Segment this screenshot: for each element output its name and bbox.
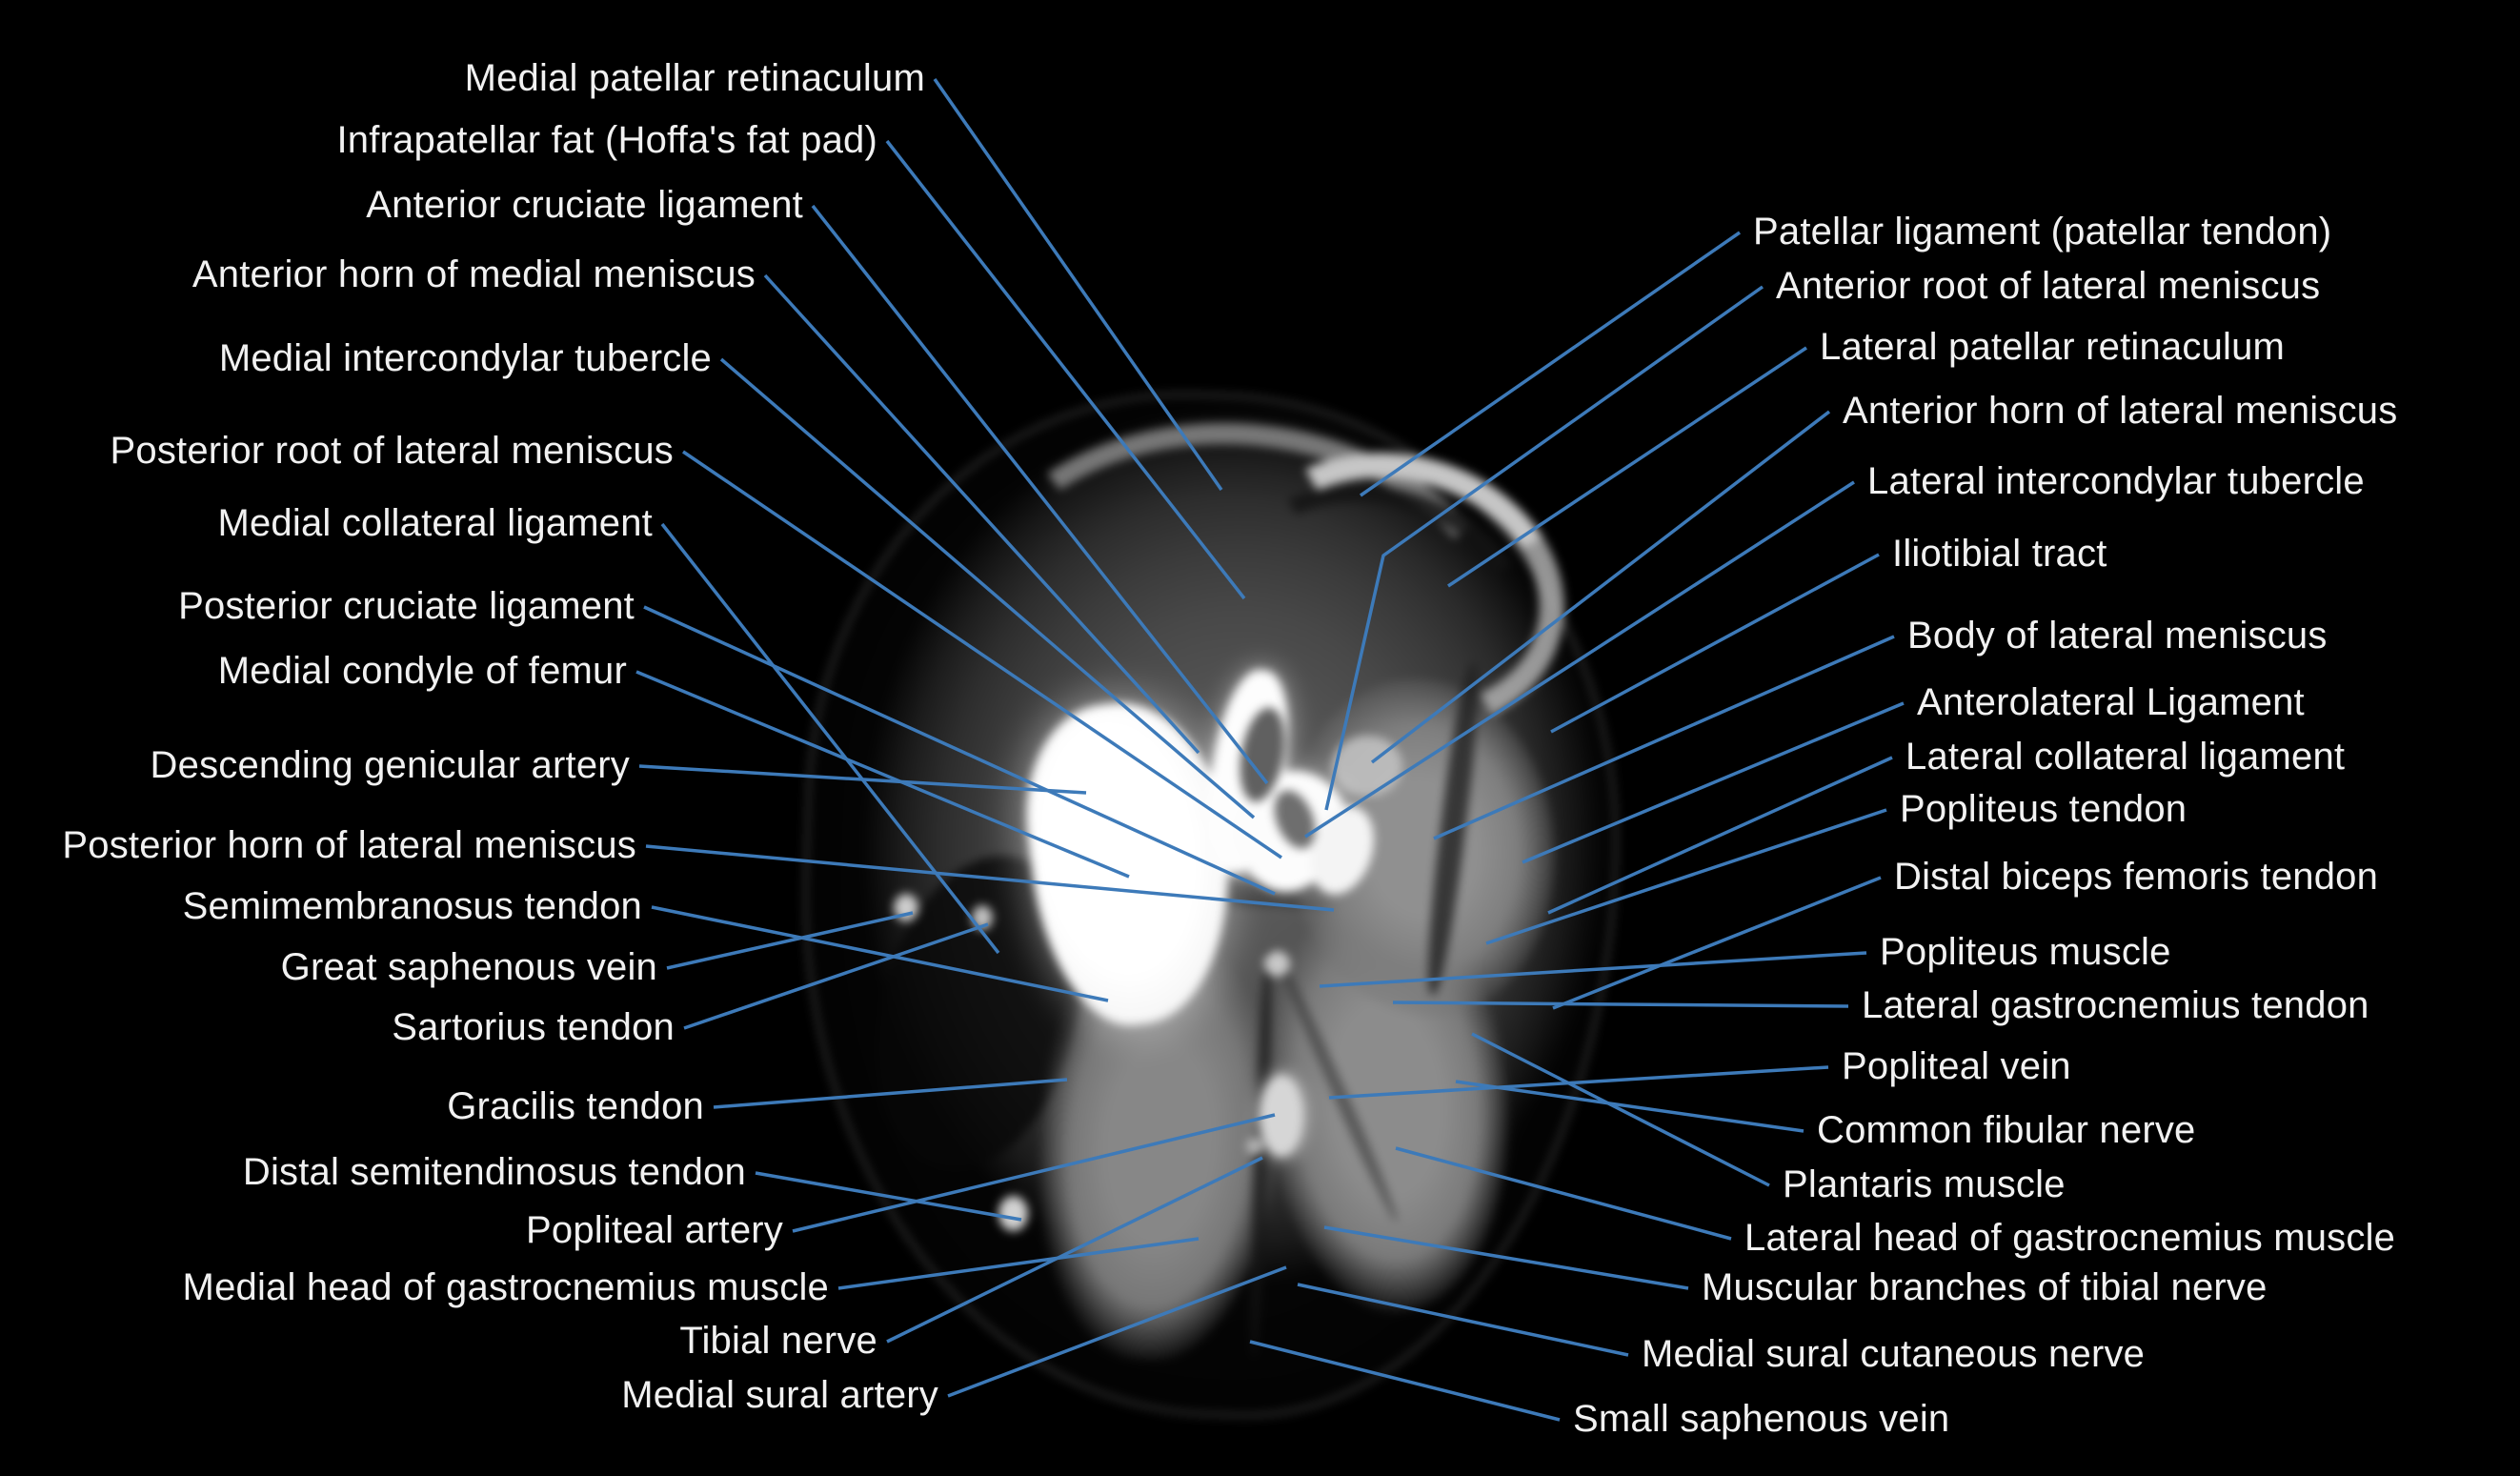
leader-line-gracilis-tendon [713, 1078, 1068, 1109]
label-lateral-patellar-retinaculum: Lateral patellar retinaculum [1820, 326, 2286, 369]
label-medial-head-of-gastrocnemius-muscle: Medial head of gastrocnemius muscle [182, 1266, 829, 1309]
leader-line-posterior-root-of-lateral-meniscus [682, 450, 1282, 859]
label-iliotibial-tract: Iliotibial tract [1892, 533, 2107, 576]
leader-line-popliteal-vein [1328, 1065, 1829, 1100]
leader-line-medial-sural-artery [947, 1265, 1287, 1398]
label-posterior-cruciate-ligament: Posterior cruciate ligament [178, 585, 635, 628]
label-popliteal-vein: Popliteal vein [1842, 1045, 2071, 1088]
label-anterior-horn-of-lateral-meniscus: Anterior horn of lateral meniscus [1843, 390, 2398, 433]
label-medial-collateral-ligament: Medial collateral ligament [217, 502, 653, 545]
leader-line-anterior-cruciate-ligament [811, 204, 1269, 785]
label-plantaris-muscle: Plantaris muscle [1783, 1163, 2066, 1206]
label-posterior-horn-of-lateral-meniscus: Posterior horn of lateral meniscus [62, 824, 636, 867]
leader-line-anterolateral-ligament [1522, 701, 1905, 864]
label-lateral-collateral-ligament: Lateral collateral ligament [1905, 736, 2346, 778]
leader-line-semimembranosus-tendon [651, 905, 1109, 1002]
label-medial-sural-cutaneous-nerve: Medial sural cutaneous nerve [1642, 1333, 2146, 1376]
label-gracilis-tendon: Gracilis tendon [447, 1085, 704, 1128]
label-body-of-lateral-meniscus: Body of lateral meniscus [1907, 615, 2328, 657]
leader-line-popliteal-artery [792, 1113, 1276, 1233]
leader-line-medial-head-of-gastrocnemius-muscle [837, 1237, 1200, 1290]
label-popliteal-artery: Popliteal artery [526, 1209, 783, 1252]
label-medial-intercondylar-tubercle: Medial intercondylar tubercle [218, 337, 712, 380]
leader-line-medial-patellar-retinaculum [933, 77, 1223, 492]
lateral-meniscus-bright-spot [1332, 736, 1402, 797]
leader-line-popliteus-tendon [1485, 808, 1887, 945]
label-sartorius-tendon: Sartorius tendon [392, 1006, 675, 1049]
leader-line-patellar-ligament-patellar-tendon [1360, 231, 1741, 497]
leader-line-sartorius-tendon [683, 922, 989, 1030]
label-popliteus-muscle: Popliteus muscle [1880, 931, 2171, 974]
leader-line-medial-intercondylar-tubercle [719, 357, 1256, 819]
label-distal-biceps-femoris-tendon: Distal biceps femoris tendon [1894, 856, 2379, 899]
label-posterior-root-of-lateral-meniscus: Posterior root of lateral meniscus [110, 430, 674, 473]
label-tibial-nerve: Tibial nerve [679, 1320, 877, 1363]
leader-line-anterior-horn-of-medial-meniscus [763, 273, 1200, 755]
label-distal-semitendinosus-tendon: Distal semitendinosus tendon [242, 1151, 746, 1194]
leader-line-tibial-nerve [886, 1156, 1263, 1344]
leader-line-posterior-cruciate-ligament [643, 605, 1276, 896]
leader-line-lateral-collateral-ligament [1547, 756, 1893, 915]
label-descending-genicular-artery: Descending genicular artery [150, 744, 630, 787]
leader-line-muscular-branches-of-tibial-nerve [1323, 1225, 1689, 1290]
label-patellar-ligament-patellar-tendon: Patellar ligament (patellar tendon) [1753, 211, 2332, 253]
label-anterior-cruciate-ligament: Anterior cruciate ligament [366, 184, 803, 227]
leader-line-lateral-gastrocnemius-tendon [1392, 1001, 1849, 1008]
leader-line-iliotibial-tract [1550, 553, 1880, 734]
leader-line-great-saphenous-vein [666, 911, 914, 970]
label-anterior-root-of-lateral-meniscus: Anterior root of lateral meniscus [1776, 265, 2321, 308]
label-lateral-gastrocnemius-tendon: Lateral gastrocnemius tendon [1862, 984, 2369, 1027]
leader-line-descending-genicular-artery [638, 764, 1087, 795]
label-semimembranosus-tendon: Semimembranosus tendon [182, 885, 642, 928]
leader-line-anterior-horn-of-lateral-meniscus [1370, 410, 1831, 764]
label-anterolateral-ligament: Anterolateral Ligament [1917, 681, 2305, 724]
leader-line-anterior-root-of-lateral-meniscus [1324, 285, 1764, 811]
leader-line-plantaris-muscle [1471, 1032, 1770, 1187]
leader-line-lateral-patellar-retinaculum [1447, 346, 1807, 588]
label-popliteus-tendon: Popliteus tendon [1900, 788, 2187, 831]
label-common-fibular-nerve: Common fibular nerve [1817, 1109, 2196, 1152]
label-infrapatellar-fat-hoffa-s-fat-pad: Infrapatellar fat (Hoffa's fat pad) [336, 119, 877, 162]
popliteal-vessel-dot [1264, 951, 1290, 977]
label-medial-sural-artery: Medial sural artery [621, 1374, 938, 1417]
label-great-saphenous-vein: Great saphenous vein [280, 946, 657, 989]
label-lateral-intercondylar-tubercle: Lateral intercondylar tubercle [1867, 460, 2365, 503]
leader-line-lateral-intercondylar-tubercle [1304, 480, 1855, 839]
leader-line-distal-semitendinosus-tendon [755, 1171, 1022, 1222]
leader-line-medial-condyle-of-femur [635, 670, 1130, 879]
semitendinosus-tendon-spot [998, 1196, 1028, 1231]
label-lateral-head-of-gastrocnemius-muscle: Lateral head of gastrocnemius muscle [1744, 1217, 2396, 1260]
leader-line-common-fibular-nerve [1455, 1080, 1804, 1133]
label-medial-condyle-of-femur: Medial condyle of femur [217, 650, 627, 693]
leader-line-distal-biceps-femoris-tendon [1552, 876, 1882, 1010]
leader-line-posterior-horn-of-lateral-meniscus [645, 844, 1335, 912]
leader-line-lateral-head-of-gastrocnemius-muscle [1395, 1146, 1732, 1241]
label-small-saphenous-vein: Small saphenous vein [1573, 1398, 1950, 1441]
leader-line-popliteus-muscle [1319, 951, 1867, 988]
label-medial-patellar-retinaculum: Medial patellar retinaculum [464, 57, 925, 100]
leader-line-medial-collateral-ligament [660, 522, 1000, 955]
leader-line-small-saphenous-vein [1249, 1340, 1561, 1422]
label-muscular-branches-of-tibial-nerve: Muscular branches of tibial nerve [1702, 1266, 2268, 1309]
leader-line-body-of-lateral-meniscus [1433, 635, 1895, 840]
label-anterior-horn-of-medial-meniscus: Anterior horn of medial meniscus [192, 253, 756, 296]
leader-line-medial-sural-cutaneous-nerve [1297, 1283, 1629, 1357]
leader-line-infrapatellar-fat-hoffa-s-fat-pad [885, 139, 1246, 600]
tibial-nerve-spot [1246, 1138, 1263, 1155]
